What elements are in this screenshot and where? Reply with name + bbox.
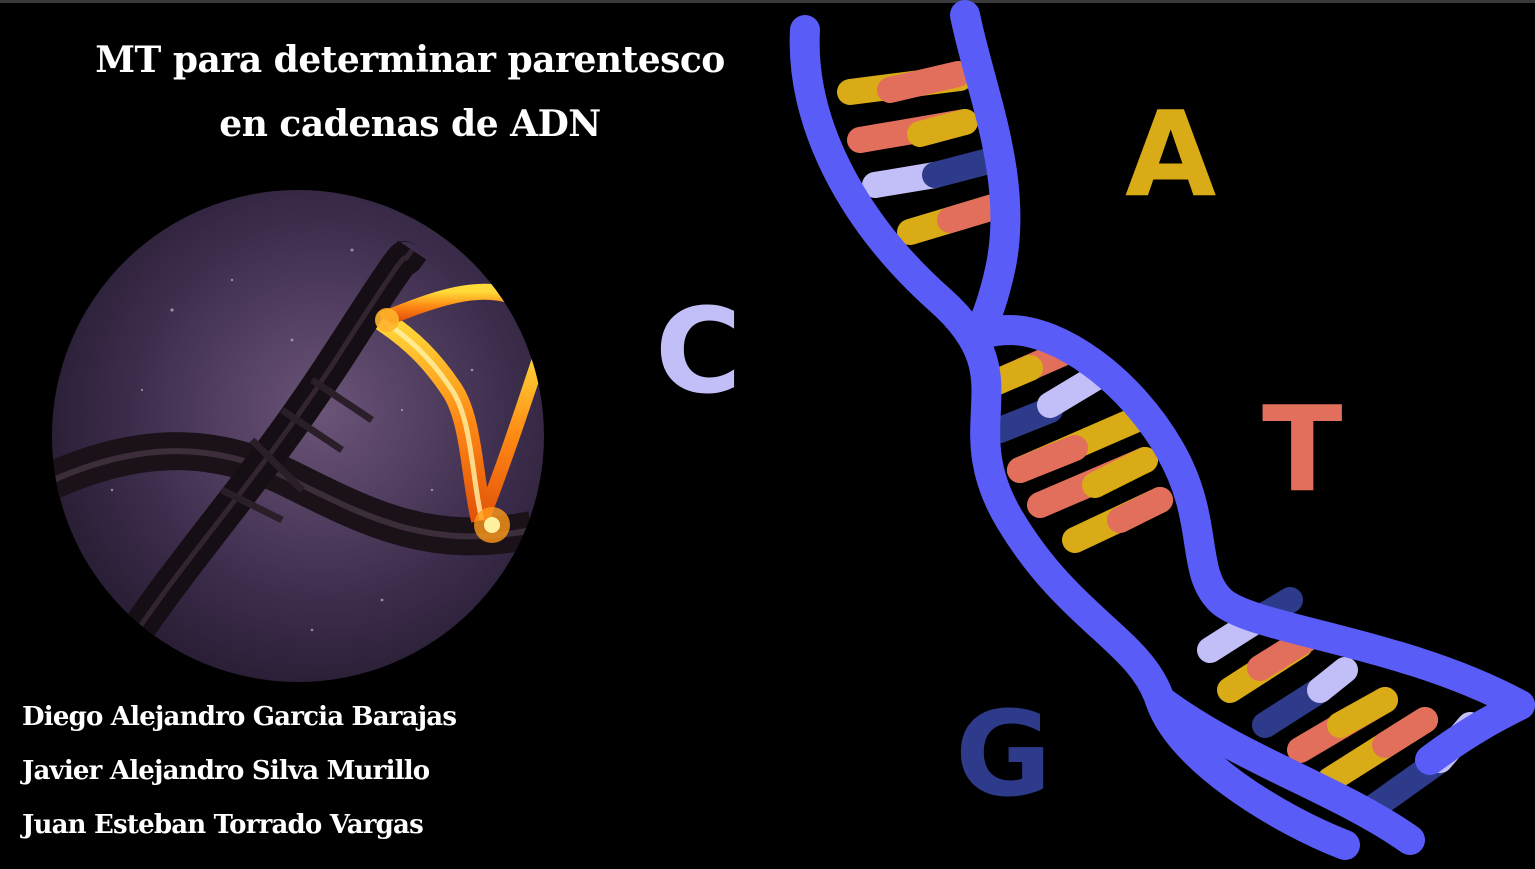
base-pair (1037, 365, 1108, 418)
base-pair (907, 109, 978, 147)
letter-g: G (955, 685, 1052, 823)
letter-c: C (655, 282, 742, 420)
base-pair (1372, 707, 1438, 758)
helix-backbone (1145, 685, 1425, 855)
author-name: Diego Alejandro Garcia Barajas (22, 702, 457, 732)
base-pair (1082, 447, 1158, 498)
base-pair (877, 61, 971, 103)
title-line-2: en cadenas de ADN (219, 103, 601, 145)
base-pair (1107, 487, 1173, 533)
base-pair (1327, 687, 1398, 738)
helix-backbone (789, 15, 1360, 860)
author-name: Juan Esteban Torrado Vargas (22, 810, 424, 840)
slide-title: MT para determinar parentesco en cadenas… (30, 28, 790, 156)
base-pair (922, 149, 998, 188)
letter-t: T (1262, 380, 1343, 518)
helix-backbone (1415, 690, 1535, 775)
helix-backbone (950, 0, 1535, 720)
authors-list: Diego Alejandro Garcia Barajas Javier Al… (22, 690, 457, 852)
author-name: Javier Alejandro Silva Murillo (22, 756, 430, 786)
base-pair (1007, 435, 1088, 483)
title-line-1: MT para determinar parentesco (95, 39, 725, 81)
letter-a: A (1125, 85, 1217, 223)
top-border (0, 0, 1535, 3)
base-pair (1307, 657, 1358, 703)
dna-photo (52, 190, 544, 682)
